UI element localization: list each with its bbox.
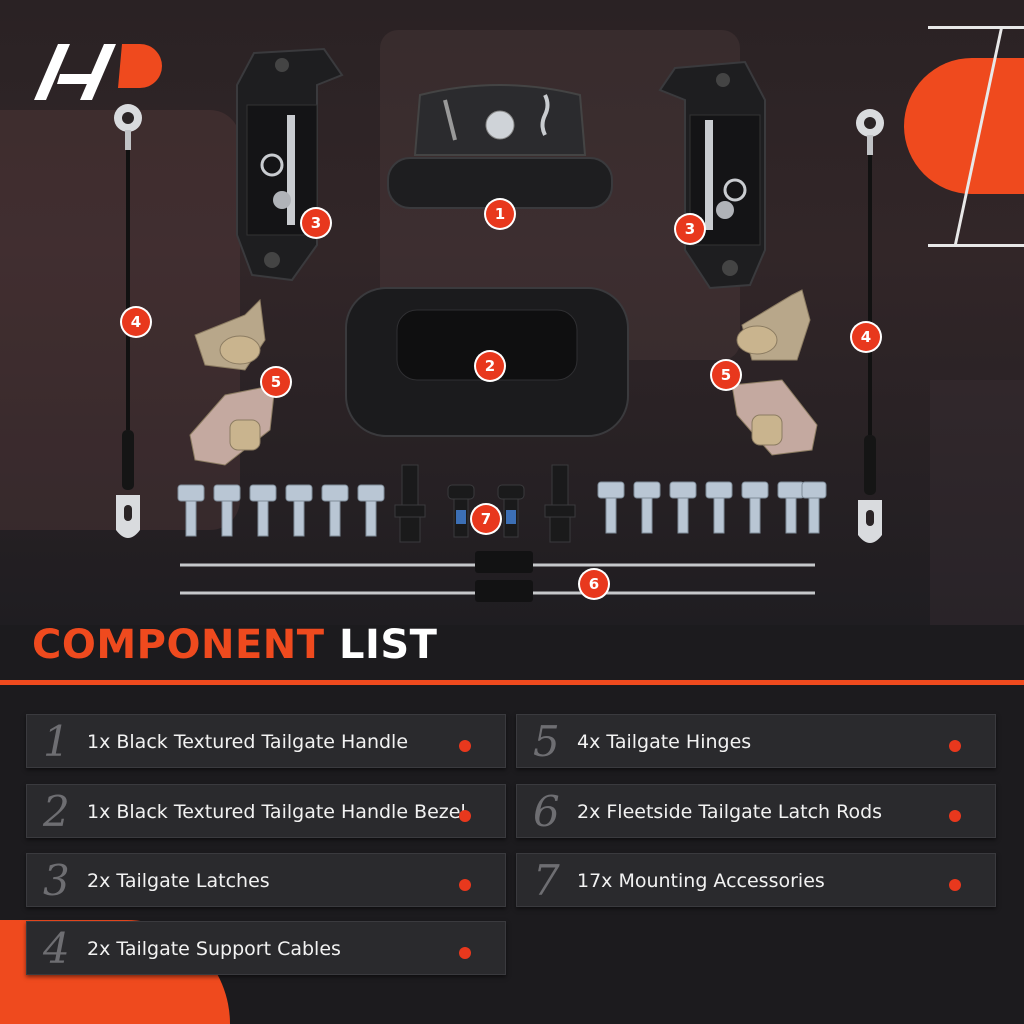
bullet-dot-icon [459,879,471,891]
component-number: 5 [533,717,560,766]
right-tailgate-latch-image [658,60,766,290]
heading-highlight: COMPONENT [32,622,325,668]
component-item-7: 7 17x Mounting Accessories [516,853,996,907]
heading-divider [0,680,1024,685]
bullet-dot-icon [949,879,961,891]
white-accent-line [928,26,1024,29]
component-label: 1x Black Textured Tailgate Handle [87,731,409,753]
heading-rest: LIST [338,622,438,668]
component-label: 2x Tailgate Latches [87,870,270,892]
bullet-dot-icon [459,947,471,959]
callout-badge-4-left: 4 [122,308,150,336]
mounting-accessories-image [177,464,827,543]
left-support-cable-image [114,104,142,538]
component-label: 2x Fleetside Tailgate Latch Rods [577,801,883,823]
callout-badge-7: 7 [472,505,500,533]
component-label: 4x Tailgate Hinges [577,731,752,753]
white-accent-line [928,244,1024,247]
left-tailgate-latch-image [236,47,344,282]
callout-badge-2: 2 [476,352,504,380]
component-number: 3 [43,856,70,905]
component-list-heading: COMPONENT LIST [32,622,437,668]
bullet-dot-icon [459,810,471,822]
component-item-6: 6 2x Fleetside Tailgate Latch Rods [516,784,996,838]
component-item-4: 4 2x Tailgate Support Cables [26,921,506,975]
bullet-dot-icon [459,740,471,752]
callout-badge-5-right: 5 [712,361,740,389]
callout-badge-5-left: 5 [262,368,290,396]
component-number: 4 [43,924,70,973]
latch-rods-image [180,551,815,602]
callout-badge-3-right: 3 [676,215,704,243]
component-label: 2x Tailgate Support Cables [87,938,341,960]
bullet-dot-icon [949,810,961,822]
callout-badge-6: 6 [580,570,608,598]
bullet-dot-icon [949,740,961,752]
background-shadow [930,380,1024,625]
component-number: 2 [43,787,70,836]
component-item-3: 3 2x Tailgate Latches [26,853,506,907]
component-label: 17x Mounting Accessories [577,870,825,892]
callout-badge-3-left: 3 [302,209,330,237]
tailgate-handle-image [387,84,613,209]
right-support-cable-image [856,109,884,543]
callout-badge-4-right: 4 [852,323,880,351]
component-number: 1 [43,717,70,766]
component-item-2: 2 1x Black Textured Tailgate Handle Beze… [26,784,506,838]
component-label: 1x Black Textured Tailgate Handle Bezel [87,801,466,823]
a-premium-logo [34,44,162,100]
component-item-1: 1 1x Black Textured Tailgate Handle [26,714,506,768]
right-hinges-image [731,289,818,456]
component-number: 6 [533,787,560,836]
component-item-5: 5 4x Tailgate Hinges [516,714,996,768]
callout-badge-1: 1 [486,200,514,228]
orange-accent-shape [904,58,1024,194]
component-number: 7 [533,856,560,905]
left-hinges-image [189,298,276,466]
